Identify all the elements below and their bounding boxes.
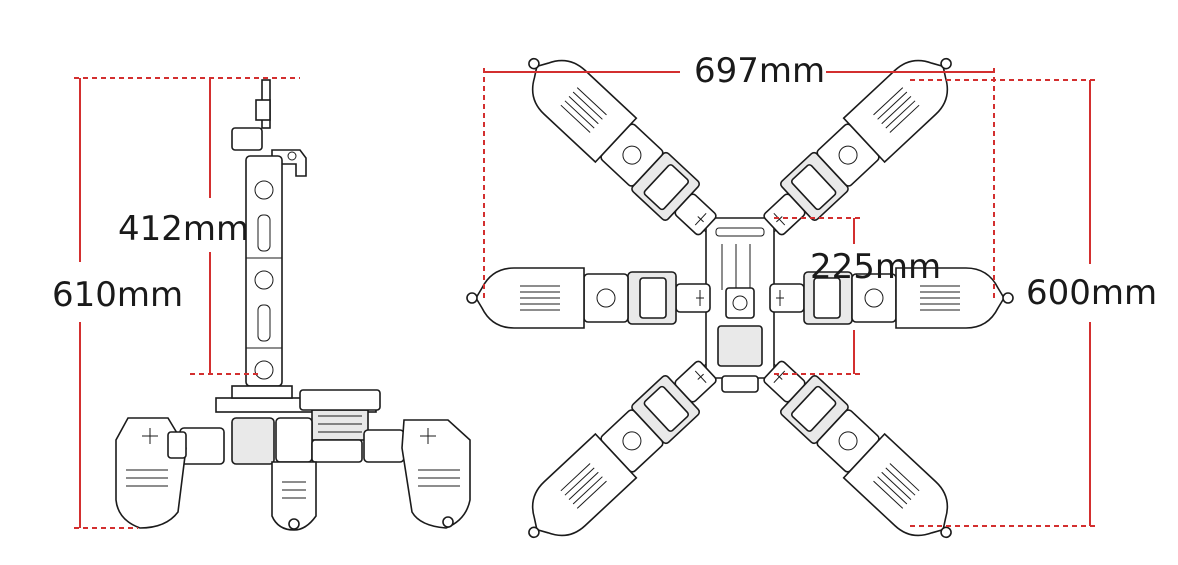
label-arm-height: 412mm [118,209,249,249]
label-body-width: 225mm [810,247,941,287]
leg-lower-left [509,347,730,559]
leg-left [466,267,711,329]
top-view-robot [466,37,1014,559]
side-view-robot [115,79,471,531]
top-view-dimensions [483,68,1096,527]
label-span-width: 697mm [694,51,825,91]
side-view-dimensions [74,77,300,529]
label-height-total: 610mm [52,275,183,315]
label-span-depth: 600mm [1026,273,1157,313]
